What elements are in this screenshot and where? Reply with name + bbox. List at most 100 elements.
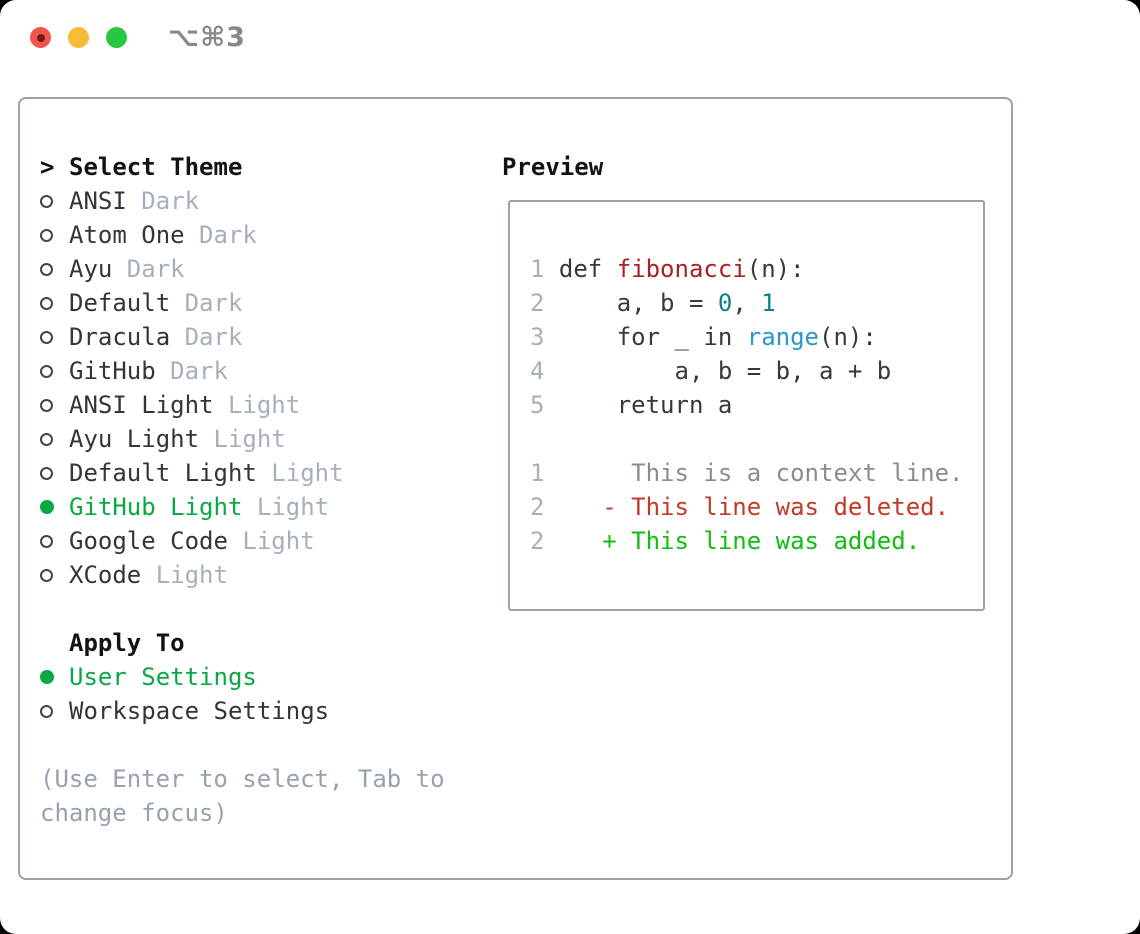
theme-option-ansi[interactable]: ANSI Dark [40,184,490,218]
radio-icon [40,694,69,728]
code-segment: + This line was added. [558,527,921,555]
theme-option-google-code[interactable]: Google Code Light [40,524,490,558]
code-segment: 3 [530,323,559,351]
theme-option-ayu-light[interactable]: Ayu Light Light [40,422,490,456]
apply-option-workspace-settings[interactable]: Workspace Settings [40,694,490,728]
theme-option-label: ANSI Light [69,391,214,419]
apply-to-header: Apply To [40,626,490,660]
radio-circle [40,330,53,344]
theme-option-label: Default Light [69,459,257,487]
radio-circle [40,466,53,480]
theme-option-label: Ayu Light [69,425,200,453]
theme-option-github-light[interactable]: GitHub Light Light [40,490,490,524]
theme-variant-label: Light [242,493,330,521]
theme-option-label: Default [69,289,171,317]
radio-circle [40,432,53,446]
code-segment: 1 [761,289,776,317]
code-segment: (n): [819,323,877,351]
theme-option-label: Atom One [69,221,185,249]
code-segment: return a [558,391,733,419]
theme-option-label: ANSI [69,187,127,215]
radio-circle [40,296,53,310]
theme-option-default[interactable]: Default Dark [40,286,490,320]
minimize-button[interactable] [68,27,89,48]
theme-list-title: Select Theme [69,153,243,181]
titlebar: ⌥⌘3 [0,0,1140,74]
theme-option-dracula[interactable]: Dracula Dark [40,320,490,354]
code-segment: 5 [530,391,559,419]
radio-circle [40,534,53,548]
radio-icon [40,558,69,592]
apply-to-title: Apply To [69,629,185,657]
code-segment: a, b = b, a + b [558,357,892,385]
radio-circle [40,228,53,242]
radio-icon [40,354,69,388]
theme-option-ayu[interactable]: Ayu Dark [40,252,490,286]
radio-icon [40,388,69,422]
theme-variant-label: Light [256,459,344,487]
radio-circle [40,398,53,412]
theme-option-ansi-light[interactable]: ANSI Light Light [40,388,490,422]
apply-option-label: Workspace Settings [69,697,330,725]
theme-option-github[interactable]: GitHub Dark [40,354,490,388]
theme-option-label: GitHub Light [69,493,243,521]
zoom-button[interactable] [106,27,127,48]
code-segment: 2 [530,527,559,555]
preview-code-line: 1 def fibonacci(n): [530,252,983,286]
theme-variant-label: Light [213,391,301,419]
theme-variant-label: Light [199,425,286,453]
radio-icon [40,252,69,286]
theme-variant-label: Dark [170,289,243,317]
theme-option-label: GitHub [69,357,156,385]
preview-code-line: 3 for _ in range(n): [530,320,983,354]
radio-circle [40,500,54,514]
radio-circle [40,568,53,582]
theme-option-label: Google Code [69,527,228,555]
apply-to-indent [40,626,69,660]
radio-circle [40,670,54,684]
apply-option-user-settings[interactable]: User Settings [40,660,490,694]
close-button[interactable] [30,27,51,48]
code-segment: 1 [530,459,559,487]
preview-code-line: 2 a, b = 0, 1 [530,286,983,320]
preview-code-line: 2 - This line was deleted. [530,490,983,524]
code-segment: for _ in [558,323,747,351]
radio-circle [40,364,53,378]
radio-circle [40,262,53,276]
preview-title: Preview [502,153,604,181]
code-segment: This is a context line. [558,459,964,487]
radio-icon [40,184,69,218]
theme-option-default-light[interactable]: Default Light Light [40,456,490,490]
radio-selected-icon [40,660,69,694]
theme-variant-label: Light [227,527,315,555]
code-segment: - This line was deleted. [558,493,950,521]
theme-variant-label: Light [141,561,228,589]
theme-option-xcode[interactable]: XCode Light [40,558,490,592]
apply-option-label: User Settings [69,663,257,691]
preview-code-line: 2 + This line was added. [530,524,983,558]
theme-list-header: > Select Theme [40,150,490,184]
theme-variant-label: Dark [155,357,228,385]
preview-code-line [530,422,983,456]
code-segment: 1 [530,255,559,283]
code-segment: 4 [530,357,559,385]
code-segment: def [558,255,617,283]
code-segment: (n): [746,255,805,283]
theme-option-atom-one[interactable]: Atom One Dark [40,218,490,252]
code-segment: , [732,289,762,317]
code-segment: fibonacci [616,255,747,283]
preview-code-line: 4 a, b = b, a + b [530,354,983,388]
spacer [40,592,490,626]
preview-code-line: 5 return a [530,388,983,422]
code-segment: 0 [717,289,733,317]
cursor-marker: > [40,150,69,184]
radio-icon [40,456,69,490]
radio-icon [40,422,69,456]
theme-option-label: Ayu [69,255,113,283]
